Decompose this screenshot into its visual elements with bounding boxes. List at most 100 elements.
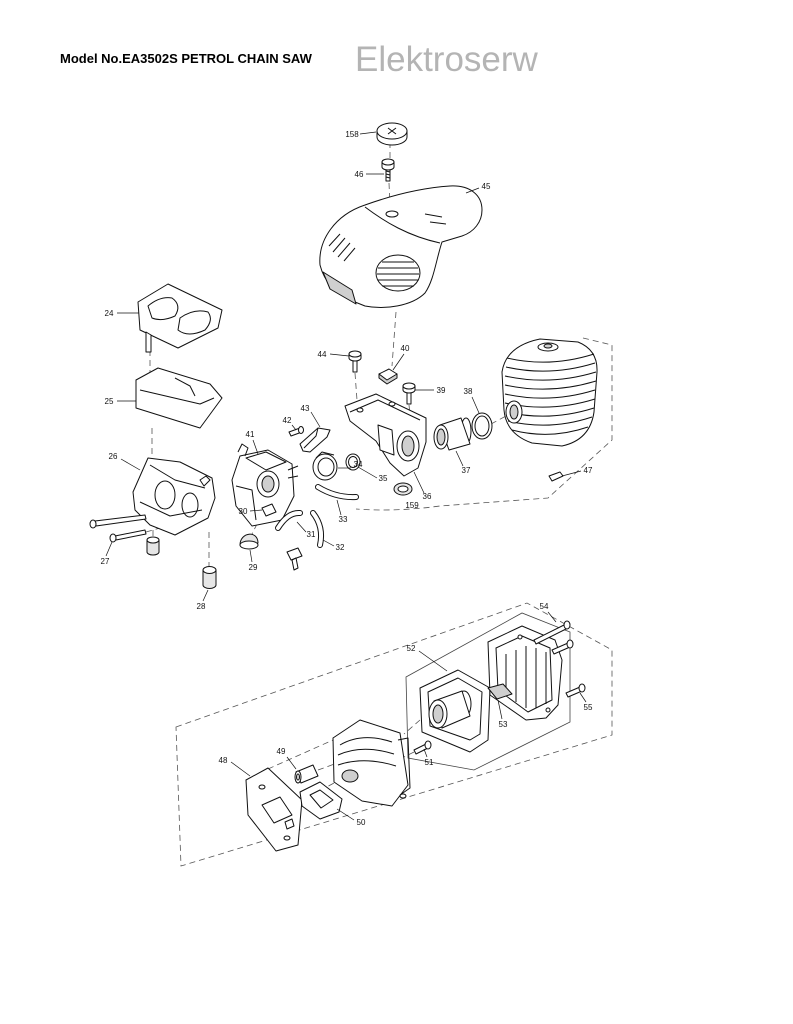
part-number-43: 43: [301, 404, 310, 413]
part-number-49: 49: [277, 747, 286, 756]
grommet: [146, 536, 160, 556]
part-35-ring: [345, 453, 361, 471]
part-number-24: 24: [105, 309, 114, 318]
leader-line-48: [230, 761, 251, 777]
part-52-heat-shield: [487, 625, 563, 721]
part-158-cap: [376, 122, 408, 146]
muffler-body: [332, 719, 411, 807]
part-55-bolt: [565, 683, 586, 698]
leader-line-30: [249, 509, 263, 512]
leader-line-31: [296, 521, 307, 533]
leader-line-43: [310, 411, 321, 428]
leader-line-35: [357, 466, 378, 479]
part-number-28: 28: [197, 602, 206, 611]
part-number-55: 55: [584, 703, 593, 712]
model-title: Model No.EA3502S PETROL CHAIN SAW: [60, 51, 313, 66]
part-32-hose: [286, 510, 325, 571]
part-number-44: 44: [318, 350, 327, 359]
leader-line-55: [579, 692, 587, 703]
part-number-34: 34: [354, 460, 363, 469]
leader-line-158: [359, 131, 377, 135]
part-number-29: 29: [249, 563, 258, 572]
part-number-42: 42: [283, 416, 292, 425]
part-number-50: 50: [357, 818, 366, 827]
leader-line-38: [471, 396, 480, 414]
leader-line-52: [418, 650, 448, 672]
part-number-36: 36: [423, 492, 432, 501]
leader-line-33: [336, 499, 342, 516]
leader-line-32: [322, 539, 335, 547]
part-number-46: 46: [355, 170, 364, 179]
watermark: Elektroserw: [355, 40, 539, 79]
leader-line-50: [336, 808, 355, 821]
part-36-intake-bracket: [344, 393, 427, 477]
cover-group-frame: [405, 612, 571, 771]
part-34-manifold: [312, 451, 338, 481]
part-37-insulator: [433, 417, 472, 451]
leader-line-53: [497, 699, 503, 720]
part-number-159: 159: [405, 501, 419, 510]
leader-line-27: [105, 541, 113, 557]
leader-line-54: [547, 611, 557, 623]
part-29-primer-bulb: [239, 533, 259, 550]
part-48-gasket-plate: [245, 767, 303, 852]
part-53-bracket: [487, 683, 513, 700]
part-number-158: 158: [345, 130, 359, 139]
part-number-41: 41: [246, 430, 255, 439]
part-33-hose: [315, 484, 359, 501]
leader-line-44: [329, 353, 350, 357]
leader-line-42: [291, 424, 297, 431]
part-51-bolt: [413, 740, 432, 755]
part-number-26: 26: [109, 452, 118, 461]
part-number-37: 37: [462, 466, 471, 475]
part-52-plate-with-tube: [419, 669, 491, 753]
part-42-screw: [288, 426, 304, 437]
part-number-30: 30: [239, 507, 248, 516]
part-28-rubber-mount: [202, 566, 217, 589]
part-50-gasket: [299, 781, 343, 820]
leader-line-40: [392, 353, 405, 371]
part-number-54: 54: [540, 602, 549, 611]
leader-line-49: [286, 756, 297, 770]
leader-line-45: [465, 187, 480, 194]
part-38-gasket-ring: [471, 412, 493, 440]
part-44-bolt: [348, 350, 362, 373]
part-27-bolts: [89, 514, 147, 543]
part-number-47: 47: [584, 466, 593, 475]
part-24-air-filter-frame: [137, 283, 223, 353]
part-30-fitting: [261, 503, 277, 517]
part-49-sleeve: [294, 764, 319, 784]
part-47-screw: [548, 471, 564, 482]
part-number-25: 25: [105, 397, 114, 406]
part-number-45: 45: [482, 182, 491, 191]
part-number-35: 35: [379, 474, 388, 483]
cylinder: [501, 338, 598, 447]
part-46-screw: [381, 158, 395, 182]
part-number-40: 40: [401, 344, 410, 353]
part-number-38: 38: [464, 387, 473, 396]
part-number-31: 31: [307, 530, 316, 539]
part-number-32: 32: [336, 543, 345, 552]
part-number-33: 33: [339, 515, 348, 524]
part-number-48: 48: [219, 756, 228, 765]
leader-line-29: [249, 549, 253, 563]
part-25-filter-element: [135, 367, 223, 429]
part-41-carburetor: [231, 443, 299, 527]
leader-line-26: [120, 458, 141, 471]
leader-line-37: [455, 450, 464, 467]
leader-line-47: [561, 470, 582, 477]
part-number-27: 27: [101, 557, 110, 566]
part-26-air-filter-base: [132, 457, 216, 536]
callout-labels: 158 46 45 24 44 40 39 38 25 43 42 41 26 …: [101, 130, 593, 827]
part-number-52: 52: [407, 644, 416, 653]
part-45-top-cover: [319, 185, 483, 308]
part-159-rubber: [393, 482, 413, 496]
leader-line-41: [252, 439, 259, 455]
leader-line-28: [202, 589, 209, 602]
part-43-bracket: [299, 427, 331, 453]
part-54-bolts: [533, 620, 574, 655]
part-number-51: 51: [425, 758, 434, 767]
part-number-39: 39: [437, 386, 446, 395]
leader-line-51: [423, 748, 428, 758]
